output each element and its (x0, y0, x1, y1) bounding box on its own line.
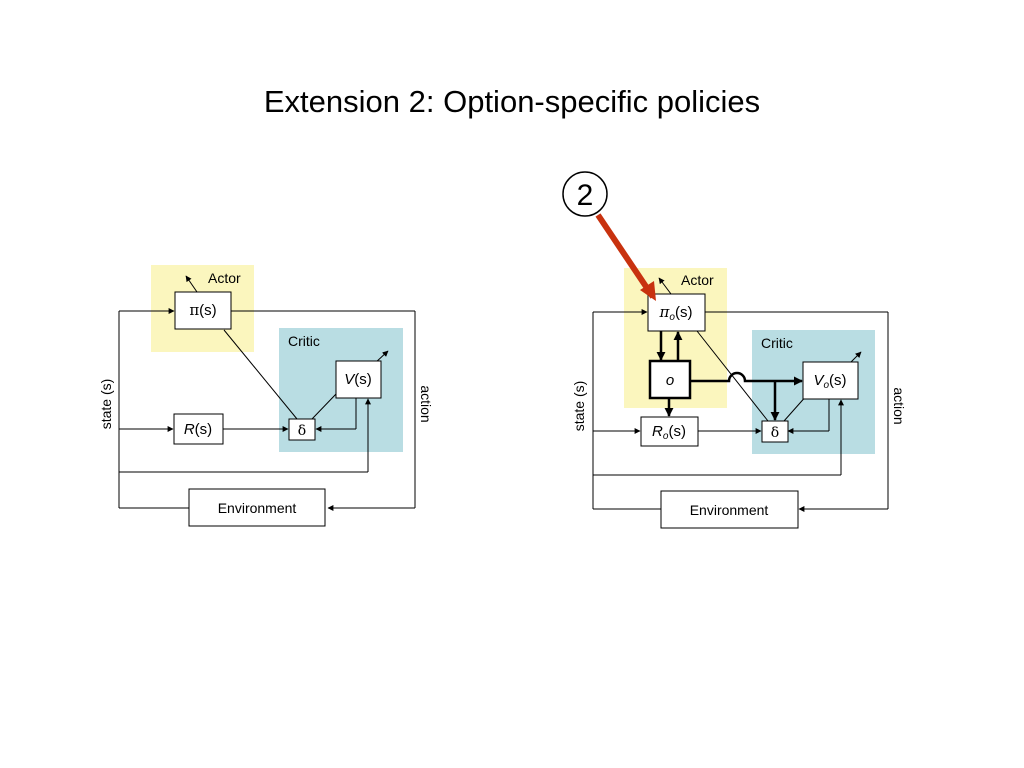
svg-text:δ: δ (771, 425, 779, 441)
policy-output-arrow (658, 277, 672, 295)
svg-text:δ: δ (298, 423, 306, 439)
delta-to-policy-line (696, 330, 769, 422)
svg-text:Vo(s): Vo(s) (813, 372, 846, 391)
delta-box: δ (761, 420, 789, 443)
callout: 2 (562, 171, 656, 301)
slide-title: Extension 2: Option-specific policies (263, 84, 761, 119)
callout-circle (562, 171, 608, 217)
reward-box: R(s) (173, 413, 224, 445)
svg-text:o: o (666, 372, 674, 389)
value-box: V(s) (335, 360, 382, 399)
option-box: o (648, 359, 692, 400)
action-label: action (891, 387, 907, 424)
action-label: action (418, 385, 434, 422)
delta-box: δ (288, 418, 316, 441)
reward-box: Ro(s) (640, 416, 699, 447)
svg-text:Ro(s): Ro(s) (652, 423, 686, 442)
actor-label: Actor (681, 272, 714, 288)
svg-text:R(s): R(s) (184, 421, 212, 438)
callout-number: 2 (577, 179, 594, 212)
environment-box: Environment (188, 488, 326, 527)
environment-box: Environment (660, 490, 799, 529)
critic-label: Critic (761, 335, 793, 351)
diagram-left: Actor Critic π(s) V(s) R(s) (98, 265, 434, 527)
diagram-right: Actor Critic πo(s) o (571, 268, 907, 529)
svg-text:πo(s): πo(s) (659, 303, 693, 323)
policy-output-arrow (185, 275, 198, 293)
policy-box: πo(s) (647, 293, 706, 332)
delta-to-policy-line (223, 329, 298, 420)
callout-arrowhead (640, 281, 656, 301)
state-label: state (s) (98, 379, 114, 430)
svg-text:Environment: Environment (218, 500, 297, 516)
callout-arrow (595, 213, 656, 299)
delta-to-value-line (311, 392, 338, 420)
actor-label: Actor (208, 270, 241, 286)
critic-label: Critic (288, 333, 320, 349)
value-box: Vo(s) (802, 361, 859, 400)
svg-text:Environment: Environment (690, 502, 769, 518)
policy-box: π(s) (174, 291, 232, 330)
state-label: state (s) (571, 381, 587, 432)
option-to-value-arrow (691, 371, 803, 386)
svg-text:V(s): V(s) (344, 371, 372, 388)
svg-text:π(s): π(s) (189, 301, 216, 319)
